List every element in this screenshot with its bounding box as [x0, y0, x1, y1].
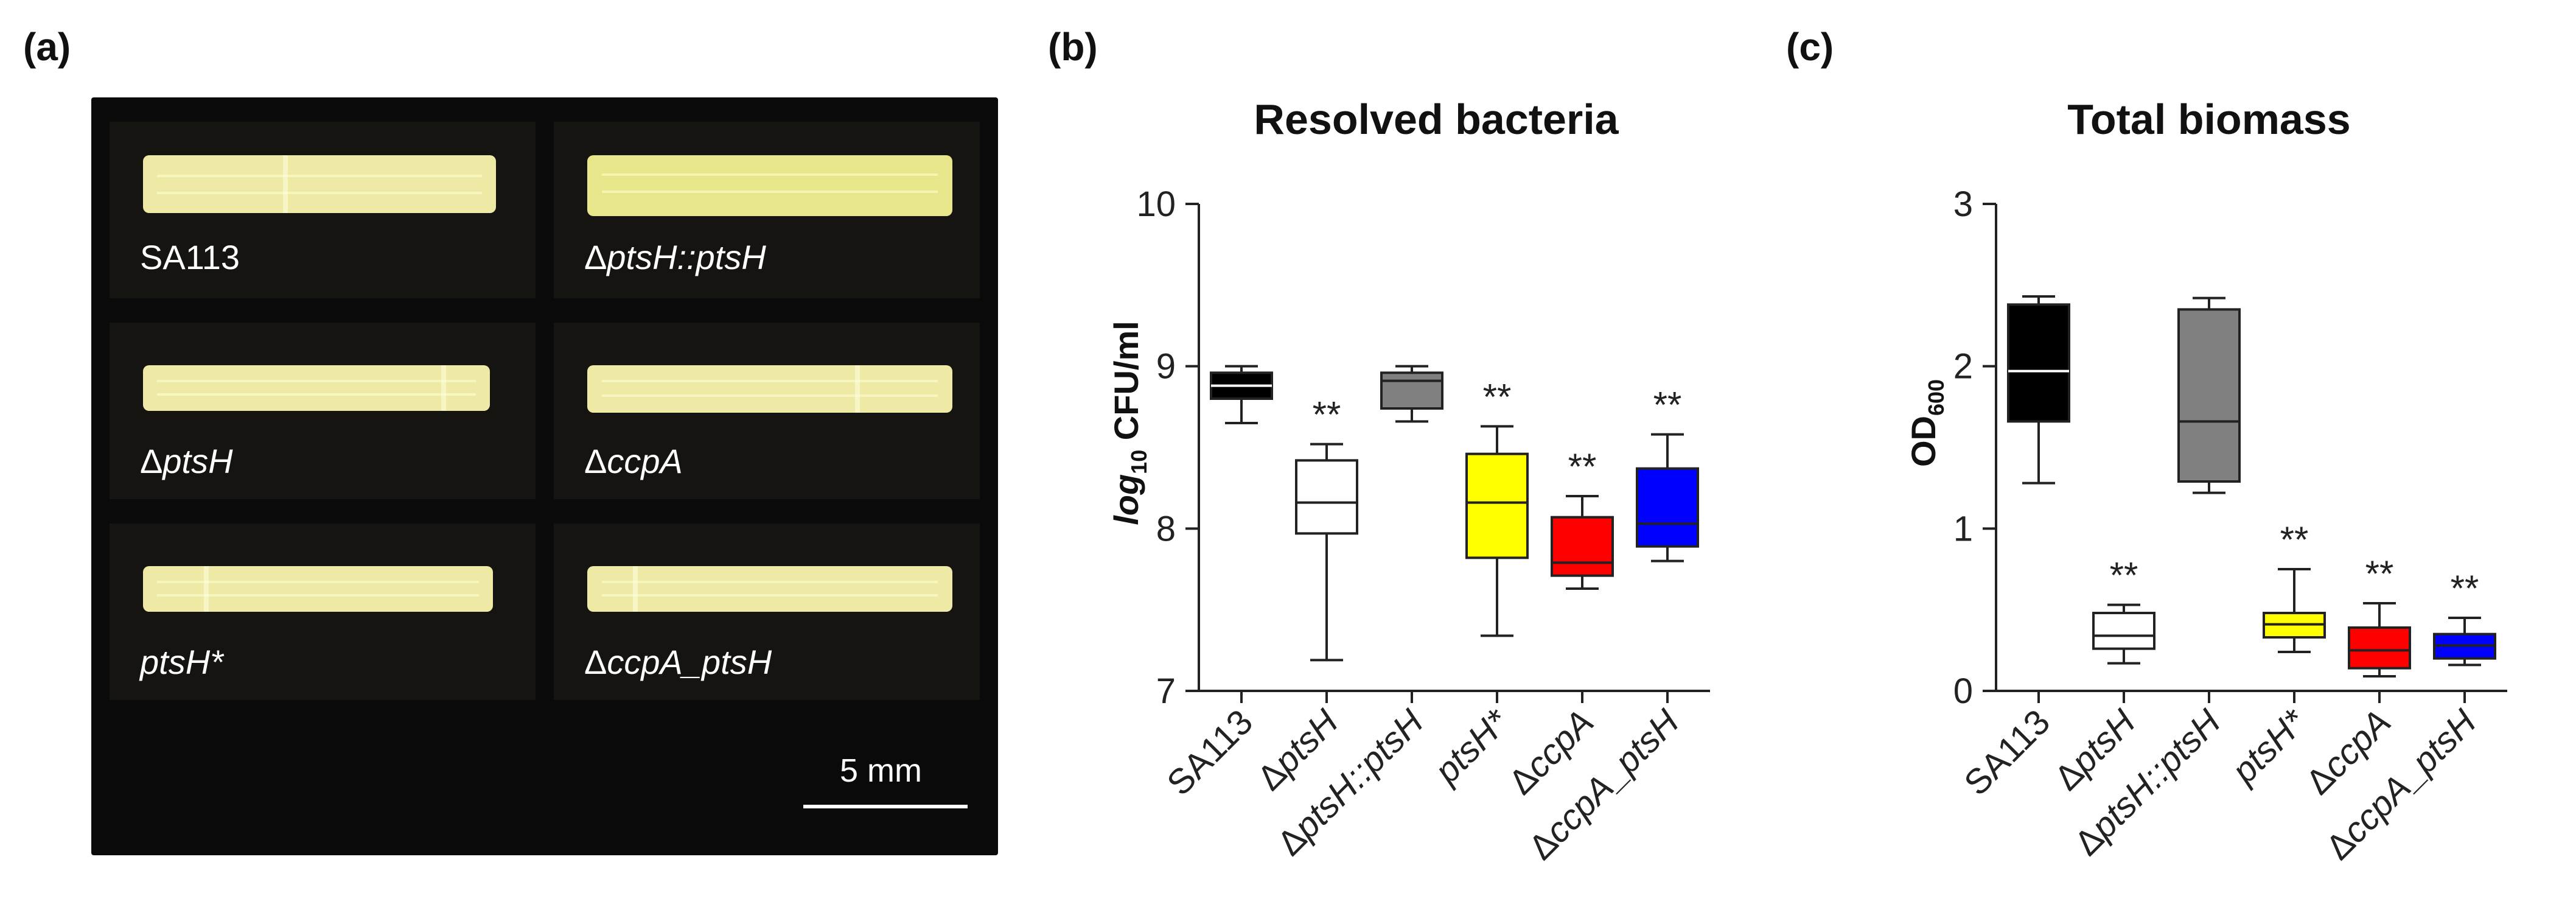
y-tick-label: 8	[1156, 509, 1176, 548]
significance-label: **	[2451, 568, 2479, 609]
photo-tile-sa113: SA113	[110, 122, 536, 298]
x-tick-label: ptsH*	[1426, 701, 1517, 792]
photo-tile-ptsh: ΔptsH	[110, 323, 536, 499]
significance-label: **	[1653, 385, 1682, 425]
significance-label: **	[1313, 394, 1341, 435]
tube-ptsh	[143, 365, 490, 411]
box	[2177, 308, 2241, 483]
chart-total-biomass: Total biomass OD600 0123SA113**ΔptsHΔpts…	[1904, 96, 2507, 867]
y-tick-label: 2	[1953, 347, 1973, 387]
y-tick-label: 3	[1953, 184, 1973, 224]
significance-label: **	[2365, 553, 2394, 594]
photo-tile-ccpa: ΔccpA	[554, 323, 980, 499]
tube-ptshstar	[143, 566, 493, 612]
scale-bar	[803, 805, 968, 808]
tube-ccpa	[587, 365, 952, 413]
strain-label-ccpa-ptsh: ΔccpA_ptsH	[584, 643, 772, 681]
photo-tile-ccpa-ptsh: ΔccpA_ptsH	[554, 524, 980, 700]
significance-label: **	[1483, 376, 1512, 417]
tube-complement	[587, 155, 952, 216]
strain-label-ptshstar: ptsH*	[140, 643, 223, 681]
photo-tile-complement: ΔptsH::ptsH	[554, 122, 980, 298]
strain-label-complement: ΔptsH::ptsH	[584, 238, 766, 276]
svg-text:log10 CFU/ml: log10 CFU/ml	[1107, 321, 1151, 525]
tube-photograph: SA113 ΔptsH::ptsH ΔptsH ΔccpA ptsH*	[91, 97, 998, 855]
y-axis-label: OD600	[1904, 379, 1949, 467]
box	[1380, 371, 1443, 410]
photo-tile-ptshstar: ptsH*	[110, 524, 536, 700]
strain-label-sa113: SA113	[140, 238, 240, 276]
chart-resolved-bacteria: Resolved bacteria log10 CFU/ml 7 8 9 10SA11…	[1107, 96, 1710, 867]
box	[1551, 516, 1614, 577]
box	[2092, 612, 2155, 650]
significance-label: **	[2110, 555, 2138, 596]
box	[1295, 459, 1358, 535]
y-tick-label: 0	[1953, 671, 1973, 711]
panel-label-b: (b)	[1048, 25, 1098, 69]
box	[2007, 303, 2070, 423]
panel-label-a: (a)	[23, 25, 71, 69]
significance-label: **	[2280, 519, 2309, 560]
chart-title: Total biomass	[2067, 96, 2350, 143]
panel-label-c: (c)	[1786, 25, 1834, 69]
significance-label: **	[1568, 446, 1597, 487]
tube-sa113	[143, 155, 496, 213]
tube-ccpa-ptsh	[587, 566, 952, 612]
chart-title: Resolved bacteria	[1254, 96, 1619, 143]
y-tick-label: 1	[1953, 509, 1973, 548]
y-tick-label: 7	[1156, 671, 1176, 711]
box	[1636, 467, 1699, 548]
y-tick-label: 9	[1156, 347, 1176, 387]
svg-text:OD600: OD600	[1904, 379, 1949, 467]
strain-label-ptsh: ΔptsH	[140, 442, 233, 480]
y-tick-label: 10	[1136, 184, 1176, 224]
x-tick-label: SA113	[1956, 702, 2058, 803]
x-tick-label: ptsH*	[2224, 701, 2314, 792]
box	[2348, 626, 2411, 670]
x-tick-label: SA113	[1159, 702, 1260, 803]
strain-label-ccpa: ΔccpA	[584, 442, 683, 480]
scale-bar-label: 5 mm	[840, 752, 922, 789]
y-axis-label: log10 CFU/ml	[1107, 321, 1151, 525]
box	[1465, 452, 1529, 559]
